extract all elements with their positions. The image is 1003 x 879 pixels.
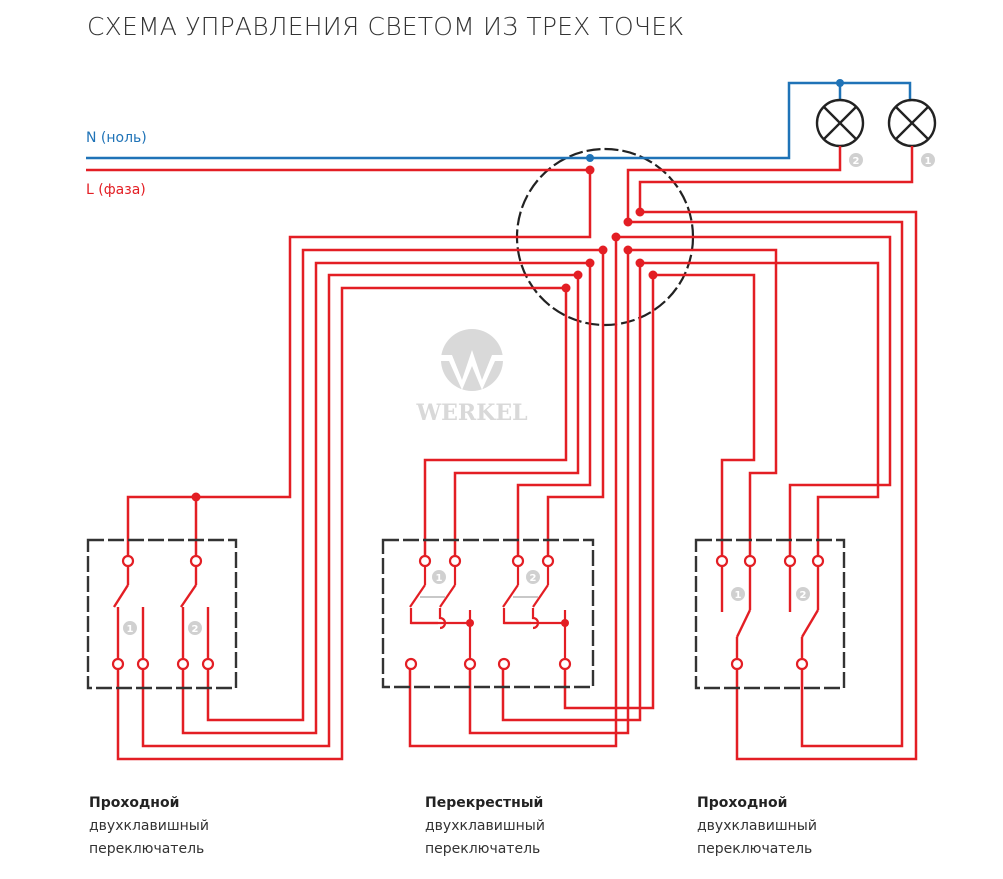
- switch-caption-middle: Перекрестный двухклавишный переключатель: [425, 792, 545, 861]
- switch-kind: переключатель: [425, 841, 541, 857]
- switch-kind: переключатель: [697, 841, 813, 857]
- switch-right-passthrough: 1 2: [694, 538, 846, 690]
- svg-text:1: 1: [925, 156, 932, 167]
- switch-kind: переключатель: [89, 841, 205, 857]
- junction-dots: [191, 165, 658, 502]
- neutral-label: N (ноль): [86, 130, 147, 146]
- lamp-number-badge: [921, 153, 935, 167]
- switch-type: Проходной: [697, 795, 788, 811]
- key-number-badge: [123, 621, 137, 635]
- switch-type: Перекрестный: [425, 795, 544, 811]
- phase-label: L (фаза): [86, 182, 146, 198]
- switch-housing: [694, 538, 846, 690]
- svg-text:1: 1: [127, 624, 134, 635]
- key-number-badge: [731, 587, 745, 601]
- neutral-wire: [86, 81, 912, 160]
- switch-keys-desc: двухклавишный: [89, 818, 209, 834]
- werkel-logo-icon: WERKEL: [415, 329, 528, 426]
- switch-caption-right: Проходной двухклавишный переключатель: [697, 792, 817, 861]
- switch-housing: [86, 538, 238, 690]
- switch-middle-cross: 1 2: [381, 538, 595, 689]
- switch-caption-left: Проходной двухклавишный переключатель: [89, 792, 209, 861]
- key-number-badge: [432, 570, 446, 584]
- lamp-number-badge: [849, 153, 863, 167]
- svg-text:1: 1: [436, 573, 443, 584]
- key-number-badge: [796, 587, 810, 601]
- svg-text:2: 2: [853, 156, 860, 167]
- key-number-badge: [526, 570, 540, 584]
- switch-keys-desc: двухклавишный: [697, 818, 817, 834]
- svg-text:1: 1: [735, 590, 742, 601]
- switch-type: Проходной: [89, 795, 180, 811]
- svg-text:2: 2: [800, 590, 807, 601]
- key-number-badge: [188, 621, 202, 635]
- neutral-junction-dot: [586, 154, 594, 162]
- switch-housing: [381, 538, 595, 689]
- lamp-2: 2: [815, 98, 865, 167]
- diagram-title: СХЕМА УПРАВЛЕНИЯ СВЕТОМ ИЗ ТРЕХ ТОЧЕК: [87, 12, 685, 41]
- watermark-brand: WERKEL: [415, 400, 527, 426]
- switch-keys-desc: двухклавишный: [425, 818, 545, 834]
- neutral-junction-dot: [836, 79, 844, 87]
- svg-text:2: 2: [192, 624, 199, 635]
- switch-left-passthrough: 1 2: [86, 538, 238, 690]
- svg-text:2: 2: [530, 573, 537, 584]
